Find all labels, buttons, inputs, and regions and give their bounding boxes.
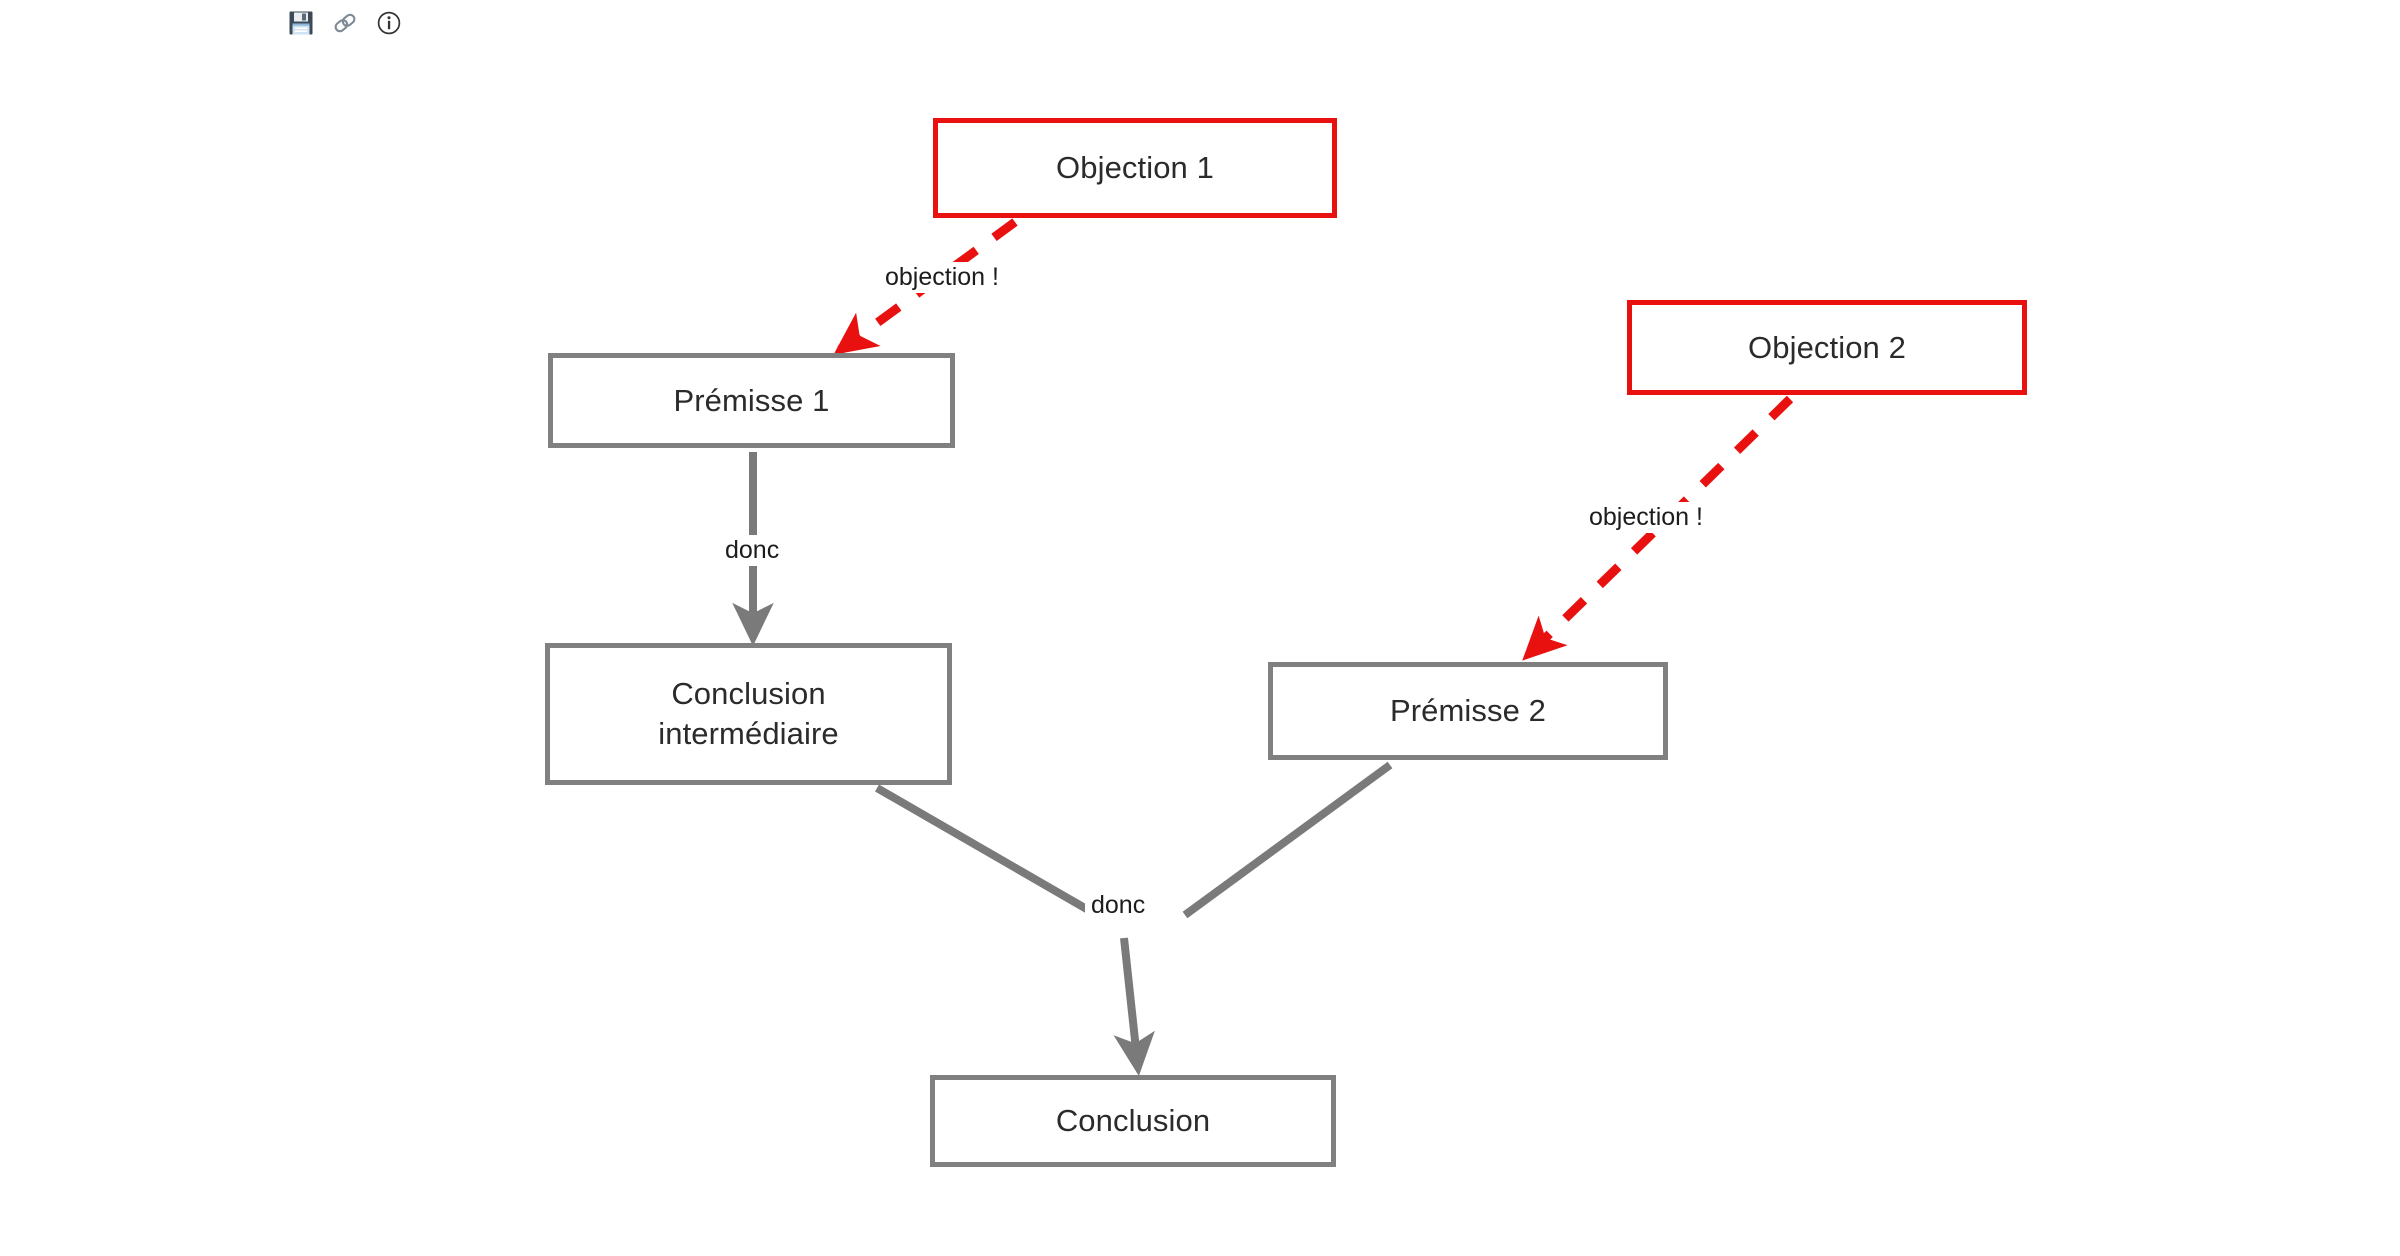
node-objection-2[interactable]: Objection 2 [1627,300,2027,395]
edge-premisse2-to-junction [1182,761,1393,919]
info-icon[interactable] [374,8,404,38]
link-icon[interactable] [330,8,360,38]
node-objection-2-label: Objection 2 [1748,329,1906,365]
node-conclusion-intermediaire-label-line1: Conclusion [671,676,826,712]
node-premisse-2-label: Prémisse 2 [1389,693,1547,729]
edge-label-donc-junction: donc [1085,890,1152,921]
edge-label-objection-2: objection ! [1583,502,1709,533]
node-objection-1-label: Objection 1 [1056,150,1214,186]
node-conclusion-intermediaire[interactable]: Conclusion intermédiaire [545,643,952,785]
node-premisse-1[interactable]: Prémisse 1 [548,353,955,448]
node-objection-1[interactable]: Objection 1 [933,118,1337,218]
node-premisse-1-label: Prémisse 1 [673,382,830,418]
node-conclusion-intermediaire-label-line2: intermédiaire [658,716,839,751]
edge-label-objection-1: objection ! [879,262,1005,293]
toolbar [286,6,404,40]
edge-label-donc-premisse1: donc [719,535,786,566]
save-icon[interactable] [286,8,316,38]
edge-conclusion-intermediaire-to-junction [875,784,1099,919]
node-conclusion-label: Conclusion [1055,1103,1211,1139]
edge-junction-to-conclusion [1113,937,1155,1076]
node-premisse-2[interactable]: Prémisse 2 [1268,662,1668,760]
node-conclusion[interactable]: Conclusion [930,1075,1336,1167]
